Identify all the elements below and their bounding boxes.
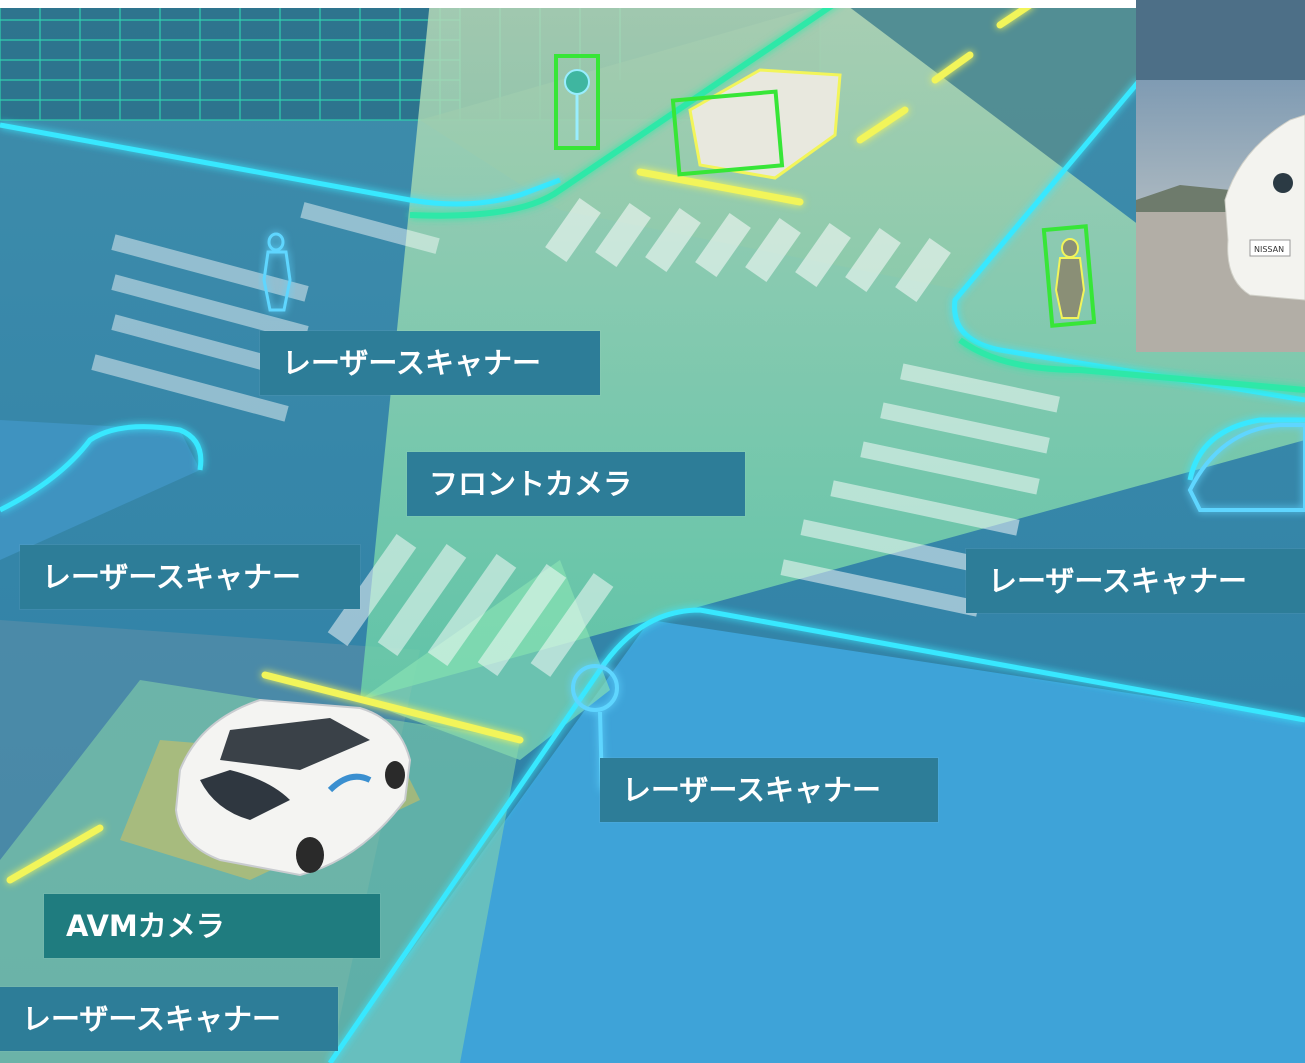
detected-vehicle xyxy=(670,68,842,180)
crosswalk-left xyxy=(91,202,440,422)
label-avm-camera: AVMカメラ xyxy=(44,894,380,958)
detected-pedestrian xyxy=(1041,224,1097,328)
label-laser-scanner-bottom: レーザースキャナー xyxy=(0,987,338,1051)
label-front-camera: フロントカメラ xyxy=(407,452,745,516)
label-laser-scanner-top: レーザースキャナー xyxy=(260,331,600,395)
parked-vehicle-outline xyxy=(1187,423,1305,512)
ego-vehicle xyxy=(120,698,420,880)
road-edge-glow xyxy=(0,78,1305,1063)
crosswalk-top xyxy=(545,197,951,303)
lane-markers xyxy=(6,1,1034,884)
label-laser-scanner-mid: レーザースキャナー xyxy=(600,758,938,822)
label-laser-scanner-left: レーザースキャナー xyxy=(20,545,360,609)
sidewalk-block-bottom-right xyxy=(330,620,1305,1063)
pedestrian-outline xyxy=(262,232,292,312)
crosswalk-right xyxy=(780,363,1060,617)
front-camera-cone xyxy=(360,0,1305,700)
road-edge-green xyxy=(409,0,1305,393)
label-laser-scanner-right: レーザースキャナー xyxy=(966,549,1305,613)
sidewalk-block-left xyxy=(0,420,200,560)
photo-badge-text: NISSAN xyxy=(1254,245,1284,254)
top-white-strip xyxy=(0,0,1136,8)
crosswalk-bottom xyxy=(327,533,614,677)
detected-sign xyxy=(554,54,600,150)
vehicle-photo-inset: NISSAN xyxy=(1136,0,1305,352)
